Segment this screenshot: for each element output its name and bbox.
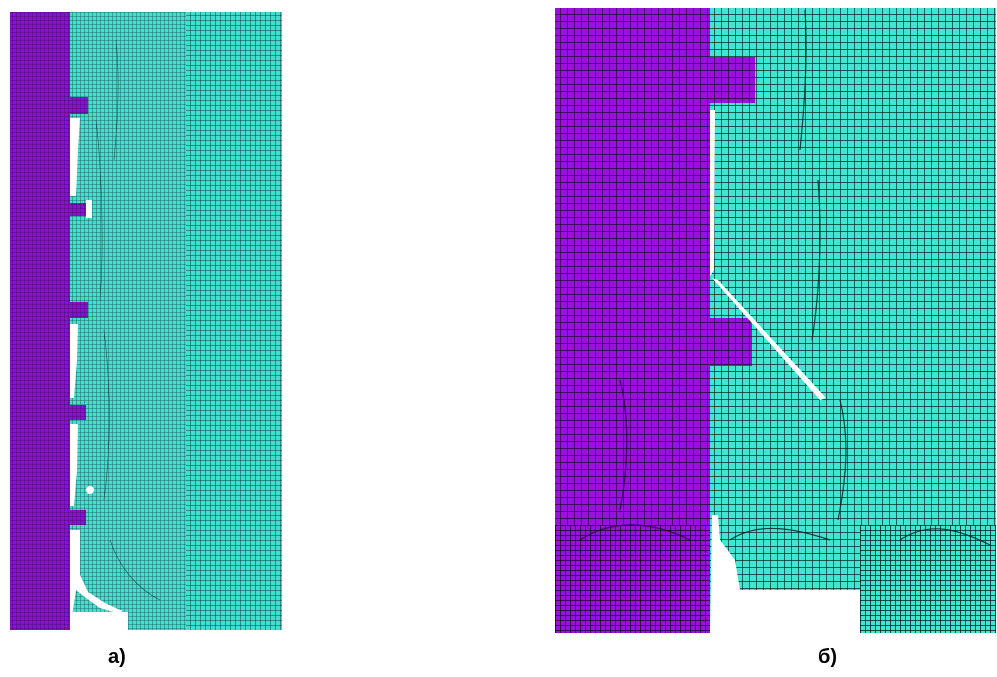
rib-a-2	[70, 203, 86, 216]
panel-b	[555, 8, 996, 633]
rib-a-4	[70, 405, 86, 420]
bottom-cavity	[710, 515, 860, 633]
rib-b-1	[710, 57, 755, 103]
rib-b-2	[710, 318, 752, 366]
caption-a: а)	[108, 646, 126, 668]
solid-mesh-a	[10, 12, 70, 630]
rib-a-1	[70, 97, 88, 114]
rib-a-5	[70, 510, 86, 525]
rib-a-3	[70, 302, 88, 318]
panel-a	[10, 12, 282, 630]
fluid-mesh-a	[70, 12, 186, 630]
fluid-mesh-b-bottom	[860, 525, 996, 633]
mesh-irregular-a	[95, 39, 161, 601]
fluid-mesh-a-outer	[186, 12, 282, 630]
mesh-irregular-b-solid	[579, 379, 691, 541]
inclined-slot	[712, 278, 826, 400]
caption-b: б)	[818, 646, 838, 668]
gap-channel-a	[70, 118, 128, 630]
solid-mesh-b-bottom	[555, 525, 710, 633]
gap-channel-b	[710, 110, 860, 633]
mesh-irregular-b	[729, 9, 991, 546]
